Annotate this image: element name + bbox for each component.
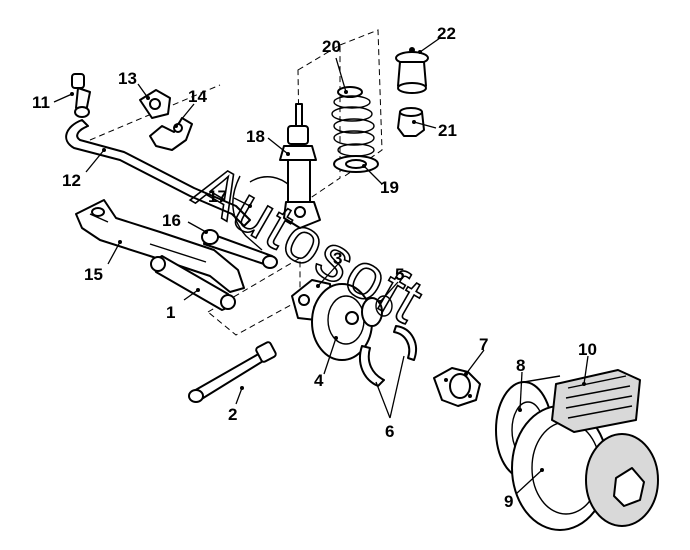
callout-4: 4 [314,371,324,390]
callout-21: 21 [438,121,457,140]
tie-rod-part [188,341,277,403]
callout-18: 18 [246,127,265,146]
callout-1: 1 [166,303,175,322]
wheel-rim-part [511,405,659,531]
callout-17: 17 [208,187,227,206]
callout-11: 11 [32,93,50,112]
callout-20: 20 [322,37,341,56]
callout-8: 8 [516,356,525,375]
tyre-part [551,369,641,433]
stabilizer-link-part [71,73,91,118]
stabilizer-bar-part [65,119,251,227]
hub-bearing-part [361,295,393,327]
crossmember-part [75,199,245,293]
strut-mount-part [395,47,429,94]
stabilizer-clamp-part [149,117,193,151]
callout-22: 22 [437,24,456,43]
callout-10: 10 [578,340,597,359]
callout-14: 14 [188,87,207,106]
callout-13: 13 [118,69,137,88]
brake-shoes-part [359,325,417,387]
knuckle-part [311,283,373,361]
link-rod-part [201,229,278,269]
callout-9: 9 [504,492,513,511]
callout-2: 2 [228,405,237,424]
callout-16: 16 [162,211,181,230]
bump-stop-part [397,107,425,137]
callout-6: 6 [385,422,394,441]
callout-15: 15 [84,265,103,284]
callout-labels: 1 2 3 4 5 6 7 8 9 10 11 12 13 14 15 16 1… [32,24,597,511]
wheel-hub-part [433,367,481,407]
coil-spring-part [331,86,375,157]
shock-absorber-part [279,103,321,229]
callout-leaders [53,37,589,495]
callout-7: 7 [479,335,488,354]
callout-3: 3 [333,249,342,268]
callout-19: 19 [380,178,399,197]
callout-12: 12 [62,171,81,190]
spring-seat-part [333,155,379,173]
lower-arm-part [150,255,236,311]
callout-5: 5 [395,265,404,284]
